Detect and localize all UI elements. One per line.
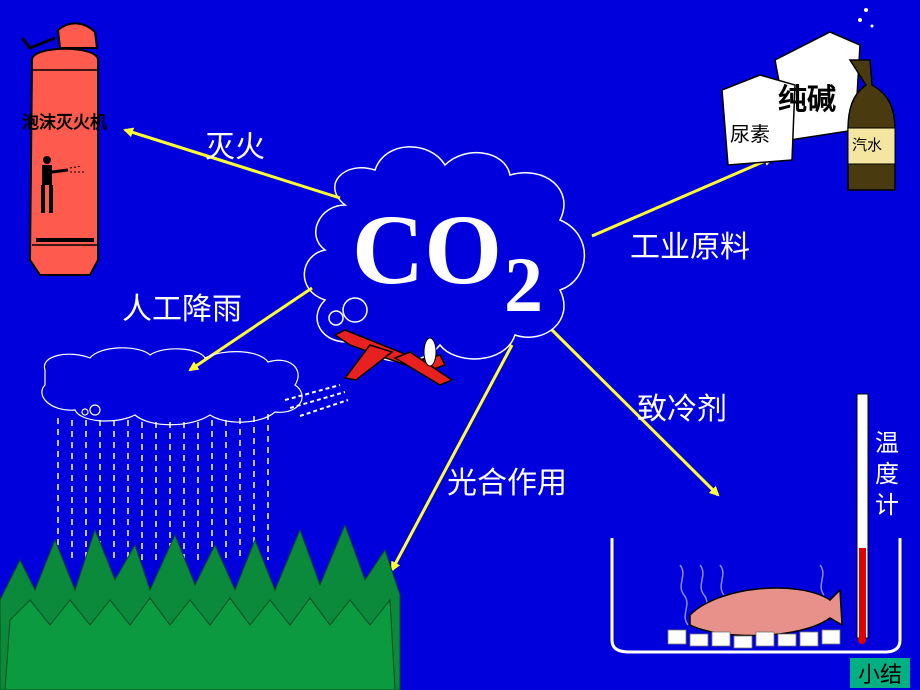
arrow-to-industry — [591, 156, 774, 238]
co2-formula: CO2 — [352, 194, 543, 328]
thermometer-illustration — [856, 393, 869, 644]
airplane-illustration — [333, 329, 454, 386]
label-refrigerant: 致冷剂 — [637, 392, 727, 427]
summary-button[interactable]: 小结 — [850, 658, 910, 688]
rain-lines — [57, 414, 269, 560]
forest-illustration — [0, 523, 401, 690]
cooling-beaker-illustration — [610, 538, 902, 654]
label-fire-extinguishing: 灭火 — [205, 130, 265, 165]
arrow-to-cool — [550, 328, 720, 497]
bag-soda-label: 纯碱 — [778, 82, 837, 116]
bag-urea-label: 尿素 — [730, 122, 770, 146]
arrow-to-fire — [123, 127, 341, 200]
label-industrial-material: 工业原料 — [630, 230, 750, 265]
seeding-spray — [284, 384, 349, 417]
thermometer-label: 温度计 — [875, 429, 899, 519]
center-cloud — [303, 146, 586, 363]
extinguisher-label: 泡沫灭火机 — [22, 113, 107, 133]
rain-cloud-illustration — [41, 347, 303, 426]
label-photosynthesis: 光合作用 — [447, 466, 567, 501]
arrow-to-rain — [188, 286, 313, 372]
arrow-to-photo — [390, 344, 514, 572]
fire-extinguisher-illustration — [20, 22, 99, 276]
bottle-label: 汽水 — [852, 136, 883, 154]
industrial-products-illustration — [721, 8, 896, 191]
label-artificial-rain: 人工降雨 — [122, 292, 242, 327]
